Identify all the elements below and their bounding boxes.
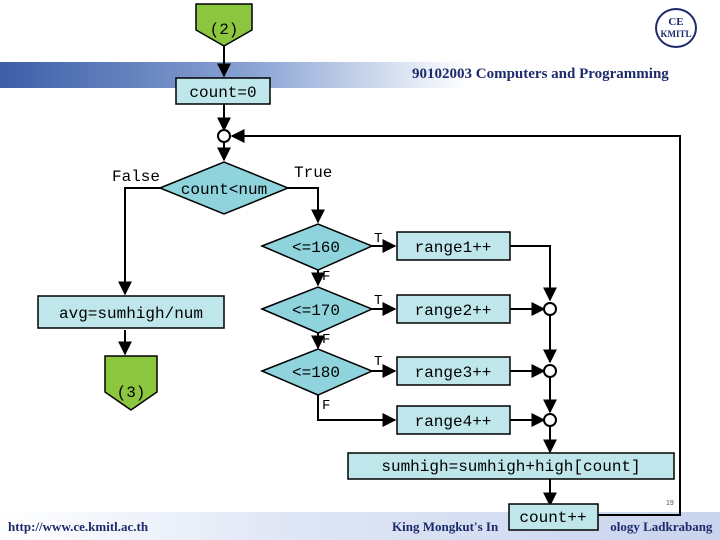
decision-170-label: <=170 <box>292 302 340 320</box>
page-number: 19 <box>666 500 674 507</box>
junction-range4 <box>543 413 557 427</box>
average-label: avg=sumhigh/num <box>59 305 203 323</box>
decision-170[interactable]: <=170 <box>260 286 374 334</box>
decision-180-label: <=180 <box>292 364 340 382</box>
decision-170-false: F <box>322 332 330 348</box>
decision-170-true: T <box>374 293 382 309</box>
average-box[interactable]: avg=sumhigh/num <box>37 295 225 329</box>
connector-top[interactable]: (2) <box>195 3 253 47</box>
line-loop-back <box>230 129 681 516</box>
footer-university-head: King Mongkut's In <box>392 519 499 534</box>
header-band <box>0 62 720 88</box>
decision-180-false: F <box>322 398 330 414</box>
range2-label: range2++ <box>415 302 492 320</box>
range3-box[interactable]: range3++ <box>396 356 511 386</box>
course-title: 90102003 Computers and Programming <box>412 66 669 82</box>
ce-kmitl-logo: CE KMITL <box>655 8 697 48</box>
logo-line-2: KMITL <box>660 29 692 39</box>
loop-false-label: False <box>112 168 160 186</box>
line-d3-to-range4 <box>317 395 397 427</box>
init-box[interactable]: count=0 <box>175 77 271 105</box>
connector-top-label: (2) <box>210 21 239 39</box>
logo-line-1: CE <box>668 16 684 28</box>
accumulate-box[interactable]: sumhigh=sumhigh+high[count] <box>347 452 675 480</box>
junction-range2 <box>543 302 557 316</box>
loop-decision[interactable]: count<num <box>158 161 290 215</box>
decision-160-label: <=160 <box>292 239 340 257</box>
line-true-branch <box>288 187 325 224</box>
connector-end-label: (3) <box>117 384 146 402</box>
range1-box[interactable]: range1++ <box>396 231 511 261</box>
footer-band <box>0 512 720 540</box>
decision-160[interactable]: <=160 <box>260 223 374 271</box>
decision-180[interactable]: <=180 <box>260 348 374 396</box>
loop-condition-label: count<num <box>181 181 267 199</box>
junction-range3 <box>543 364 557 378</box>
loop-true-label: True <box>294 164 332 182</box>
footer-university: King Mongkut's In ology Ladkrabang <box>392 519 712 535</box>
increment-box[interactable]: count++ <box>508 503 599 531</box>
connector-end[interactable]: (3) <box>104 355 158 411</box>
line-false-branch <box>118 187 160 296</box>
range4-box[interactable]: range4++ <box>396 405 511 435</box>
footer-url[interactable]: http://www.ce.kmitl.ac.th <box>8 519 149 534</box>
range2-box[interactable]: range2++ <box>396 294 511 324</box>
junction-loop <box>217 129 231 143</box>
range1-label: range1++ <box>415 239 492 257</box>
decision-160-true: T <box>374 231 382 247</box>
decision-180-true: T <box>374 354 382 370</box>
range3-label: range3++ <box>415 364 492 382</box>
flow-lines <box>118 46 681 516</box>
decision-160-false: F <box>322 269 330 285</box>
range4-label: range4++ <box>415 413 492 431</box>
footer-university-tail: ology Ladkrabang <box>610 519 713 534</box>
accumulate-label: sumhigh=sumhigh+high[count] <box>381 458 640 476</box>
increment-label: count++ <box>519 509 586 527</box>
init-label: count=0 <box>189 84 256 102</box>
line-range1-out <box>510 245 557 302</box>
